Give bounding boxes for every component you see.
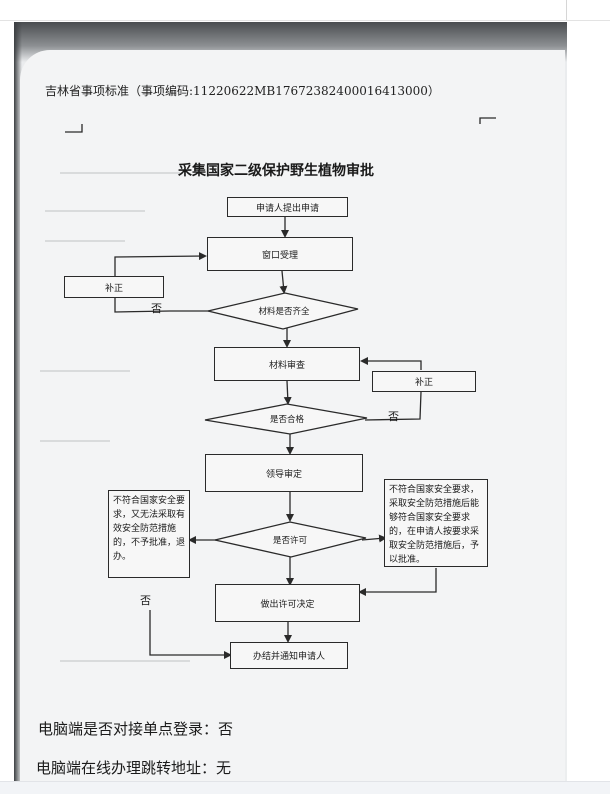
bleed-through-line [45,240,125,242]
line-decision2-to-supplement-right [364,391,422,421]
label-no-right: 否 [388,410,399,423]
node-leader-review: 领导审定 [205,454,363,492]
note-conditional: 不符合国家安全要求，采取安全防范措施后能够符合国家安全要求的，在申请人按要求采取… [384,479,488,567]
bleed-through-line [60,172,180,174]
sso-status-line: 电脑端是否对接单点登录：否 [38,720,234,738]
node-review: 材料审查 [214,347,360,381]
arrow-conditional-to-decide [358,568,437,596]
viewer-bottom-bar [0,781,610,794]
arrow-decision3-to-conditional [361,534,387,543]
bleed-through-line [45,210,145,212]
node-supplement-right: 补正 [372,371,476,392]
flowchart-title: 采集国家二级保护野生植物审批 [178,163,374,179]
document-header: 吉林省事项标准（事项编码:11220622MB17672382400016413… [45,84,440,98]
node-supplement-left: 补正 [64,276,164,298]
node-finish: 办结并通知申请人 [230,642,348,669]
corner-mark-left [65,124,83,133]
arrow-accept-to-decision [279,270,288,294]
arrow-supplement-left-to-accept [114,252,207,276]
note-reject: 不符合国家安全要求，又无法采取有效安全防范措施的，不予批准，退办。 [108,490,190,578]
decision-permit-shape [214,521,367,558]
decision-complete-shape [207,292,359,330]
label-no-left: 否 [151,302,162,315]
online-redirect-line: 电脑端在线办理跳转地址：无 [36,759,232,777]
bleed-through-line [40,370,130,372]
arrow-no-to-finish [149,610,232,659]
line-decision-to-supplement-left [114,298,210,313]
decision-complete-label: 材料是否齐全 [258,307,310,317]
photo-shadow-left [14,22,22,781]
label-no-bottom: 否 [140,594,151,607]
decision-meet-shape [204,403,368,435]
bleed-through-line [40,440,110,442]
decision-permit-label: 是否许可 [272,536,308,546]
arrow-review-to-decision2 [283,380,292,405]
node-decide: 做出许可决定 [215,584,360,622]
bleed-through-line [60,660,190,662]
decision-meet-label: 是否合格 [269,415,305,425]
arrow-supplement-right-to-review [360,357,422,370]
viewer-top-bar [0,0,610,21]
node-accept: 窗口受理 [207,237,353,271]
node-start: 申请人提出申请 [227,197,348,217]
top-bar-divider [566,0,567,20]
corner-mark-right [479,117,496,124]
